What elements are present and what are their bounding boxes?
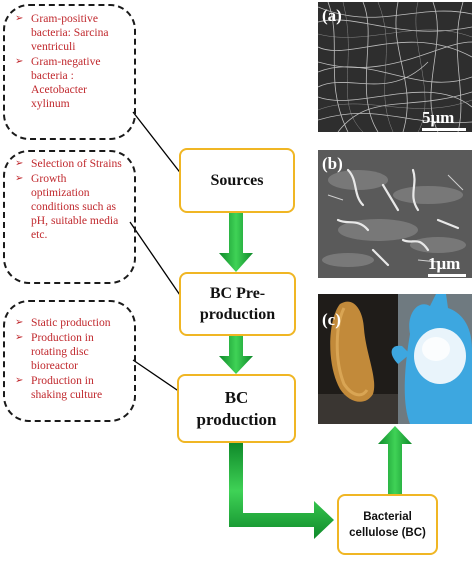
arrow-sources-to-preproduction: [219, 213, 253, 272]
arrow-bullet-icon: ➢: [15, 317, 24, 328]
callout-item: ➢Growth optimization conditions such as …: [15, 172, 119, 241]
scale-label-b: 1μm: [428, 254, 461, 273]
callout-item: ➢Production in shaking culture: [15, 374, 103, 401]
bc-label-line1: Bacterial: [363, 510, 412, 523]
sources-box: Sources: [179, 148, 295, 213]
arrow-bullet-icon: ➢: [15, 158, 24, 169]
callout-item: ➢Gram-negative bacteria : Acetobacter xy…: [15, 55, 101, 110]
callout-item: ➢Gram-positive bacteria: Sarcina ventric…: [15, 12, 109, 53]
callout-sources: ➢Gram-positive bacteria: Sarcina ventric…: [3, 4, 136, 140]
bc-label-line2: cellulose (BC): [349, 526, 426, 539]
arrow-bullet-icon: ➢: [15, 332, 24, 343]
panel-label-a: (a): [322, 6, 342, 25]
bc-preproduction-box: BC Pre- production: [179, 272, 296, 336]
sem-image-b: (b) 1μm: [318, 150, 472, 278]
callout-item: ➢Selection of Strains: [15, 157, 122, 170]
scale-bar-a: [422, 128, 466, 131]
connector-production: [132, 359, 181, 393]
arrow-bullet-icon: ➢: [15, 173, 24, 184]
arrow-preproduction-to-production: [219, 336, 253, 374]
arrow-bullet-icon: ➢: [15, 13, 24, 24]
callout-production: ➢Static production ➢Production in rotati…: [3, 300, 136, 422]
arrow-production-to-bc: [229, 443, 334, 539]
arrow-bc-to-image: [378, 426, 412, 494]
bc-pellicle-photo: [318, 294, 472, 424]
preproduction-label-line1: BC Pre-: [209, 285, 266, 302]
callout-preproduction: ➢Selection of Strains ➢Growth optimizati…: [3, 150, 136, 284]
connector-sources: [132, 111, 183, 176]
connector-preproduction: [129, 221, 183, 299]
scale-label-a: 5μm: [422, 108, 455, 127]
production-label-line1: BC: [224, 387, 249, 407]
callout-item: ➢Production in rotating disc bioreactor: [15, 331, 94, 372]
sem-surface-texture: [318, 150, 472, 278]
bc-production-box: BC production: [177, 374, 296, 443]
production-label-line2: production: [196, 409, 277, 429]
panel-label-b: (b): [322, 154, 343, 173]
preproduction-label-line2: production: [199, 306, 276, 323]
photo-image-c: (c): [318, 294, 472, 424]
arrow-bullet-icon: ➢: [15, 375, 24, 386]
bacterial-cellulose-box: Bacterial cellulose (BC): [337, 494, 438, 555]
panel-label-c: (c): [322, 310, 341, 329]
arrow-bullet-icon: ➢: [15, 56, 24, 67]
sem-fiber-texture: [318, 2, 472, 132]
sem-image-a: (a) 5μm: [318, 2, 472, 132]
sources-label: Sources: [210, 171, 264, 189]
scale-bar-b: [428, 274, 466, 277]
callout-item: ➢Static production: [15, 316, 111, 329]
